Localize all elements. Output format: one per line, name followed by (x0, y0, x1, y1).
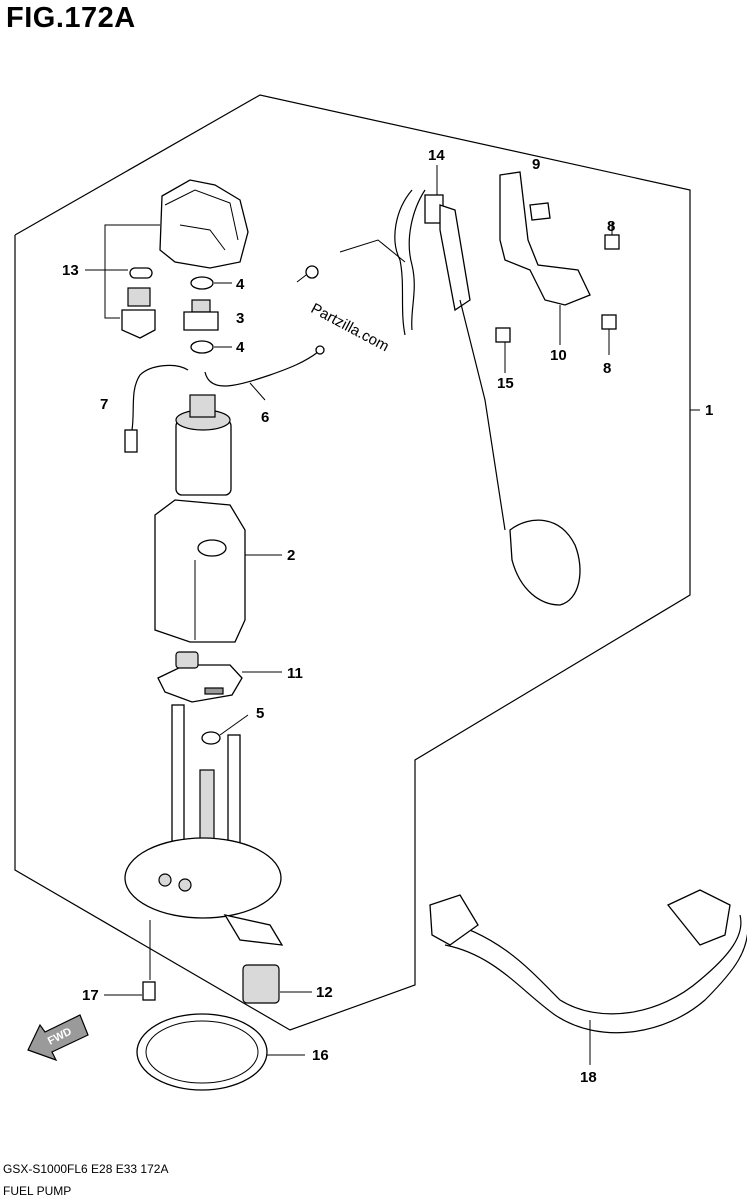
pressure-regulator (121, 287, 156, 339)
bolt-17 (142, 920, 156, 1001)
callout-17: 17 (82, 987, 99, 1004)
callout-13: 13 (62, 262, 79, 279)
sender-bracket (499, 171, 591, 306)
screw-8-lower (601, 314, 617, 355)
o-ring-5 (201, 731, 221, 745)
callout-13-bracket (104, 224, 160, 319)
screw-15 (495, 327, 511, 373)
model-line: GSX-S1000FL6 E28 E33 172A (3, 1162, 169, 1176)
callout-1: 1 (705, 402, 713, 419)
pump-base-plate (124, 704, 284, 946)
fuel-hose (429, 889, 747, 1034)
callout-8-upper: 8 (607, 218, 615, 235)
callout-4-lower: 4 (236, 339, 245, 356)
fuel-pump-motor (175, 394, 232, 496)
callout-9: 9 (532, 156, 540, 173)
callout-5: 5 (256, 705, 264, 722)
callout-3: 3 (236, 310, 244, 327)
fuel-level-sender (394, 189, 581, 606)
cushion (242, 964, 280, 1004)
fwd-arrow: FWD (27, 1014, 89, 1062)
lead-wire-7 (131, 364, 189, 431)
lead-wire-6 (204, 351, 319, 387)
callout-11: 11 (287, 665, 303, 682)
figure-footer: GSX-S1000FL6 E28 E33 172A FUEL PUMP (3, 1158, 168, 1202)
callout-14: 14 (428, 147, 445, 164)
pump-case (154, 499, 246, 643)
screw-8-upper (604, 223, 620, 250)
figure-name: FUEL PUMP (3, 1184, 72, 1198)
sender-grommet (305, 265, 319, 279)
callout-2: 2 (287, 547, 295, 564)
callout-18: 18 (580, 1069, 597, 1086)
callout-10: 10 (550, 347, 567, 364)
fuel-filter (157, 651, 243, 703)
gasket (136, 1013, 268, 1091)
pressure-regulator-cover (159, 179, 249, 269)
assembly-boundary (14, 94, 691, 1031)
o-ring-upper (190, 276, 214, 290)
callout-8-lower: 8 (603, 360, 611, 377)
callout-6: 6 (261, 409, 269, 426)
regulator-o-ring (129, 267, 153, 279)
callout-4-upper: 4 (236, 276, 245, 293)
callout-15: 15 (497, 375, 514, 392)
callout-12: 12 (316, 984, 333, 1001)
figure-title: FIG.172A (6, 2, 136, 34)
callout-16: 16 (312, 1047, 329, 1064)
o-ring-lower (190, 340, 214, 354)
callout-7: 7 (100, 396, 108, 413)
fuel-fitting (183, 299, 219, 331)
